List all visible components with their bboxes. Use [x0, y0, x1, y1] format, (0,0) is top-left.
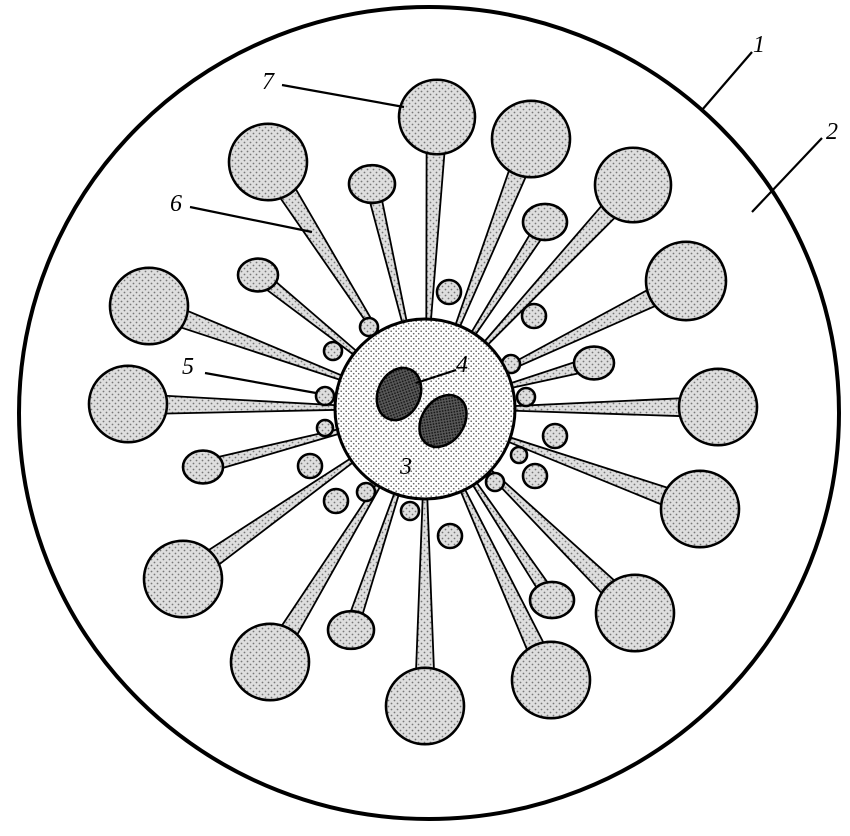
droplet: [541, 422, 569, 450]
droplet: [314, 385, 336, 407]
appendage-bulb: [594, 573, 676, 653]
leader-line-4: [415, 368, 457, 385]
droplet: [315, 418, 335, 438]
appendage-bulb: [347, 163, 397, 205]
label-6: 6: [170, 191, 182, 217]
nucleus-1: [375, 366, 423, 422]
appendage-bulb: [490, 99, 572, 179]
label-4: 4: [456, 352, 468, 378]
appendage-bulb: [236, 257, 280, 293]
leader-line-6: [189, 205, 313, 234]
droplet: [515, 386, 537, 408]
appendage-bulb: [510, 640, 592, 720]
label-3: 3: [399, 454, 412, 480]
droplet: [484, 471, 506, 493]
appendage-bulb: [677, 367, 759, 447]
droplet: [322, 340, 344, 362]
label-5: 5: [182, 354, 194, 380]
leader-line-5: [204, 371, 317, 395]
appendage-bulb: [326, 609, 376, 651]
droplets-group: [296, 278, 569, 550]
label-1: 1: [753, 32, 765, 58]
appendage-bulb: [229, 622, 311, 702]
appendage-bulb: [181, 449, 225, 485]
leader-line-2: [751, 137, 823, 213]
droplet: [521, 462, 549, 490]
appendage-bulb: [572, 345, 616, 381]
appendage-bulb: [227, 122, 309, 202]
droplet: [435, 278, 463, 306]
droplet: [399, 500, 421, 522]
label-2: 2: [826, 119, 838, 145]
appendage-bulb: [521, 202, 569, 242]
appendage-bulb: [397, 78, 477, 156]
droplet: [358, 316, 380, 338]
appendage-bulb: [384, 666, 466, 746]
droplet: [520, 302, 548, 330]
droplet: [509, 445, 529, 465]
appendage-bulb: [87, 364, 169, 444]
nucleus-2: [418, 393, 468, 449]
leader-line-7: [281, 83, 405, 109]
label-7: 7: [262, 69, 275, 95]
leader-line-1: [701, 51, 753, 111]
appendage-bulb: [142, 539, 224, 619]
appendage-bulb: [659, 469, 741, 549]
appendage-bulb: [593, 146, 673, 224]
droplet: [355, 481, 377, 503]
droplet: [436, 522, 464, 550]
droplet: [322, 487, 350, 515]
appendage-bulb: [644, 240, 728, 322]
appendages-group: [87, 78, 759, 746]
droplet: [296, 452, 324, 480]
appendage-bulb: [528, 580, 576, 620]
appendage-bulb: [108, 266, 190, 346]
